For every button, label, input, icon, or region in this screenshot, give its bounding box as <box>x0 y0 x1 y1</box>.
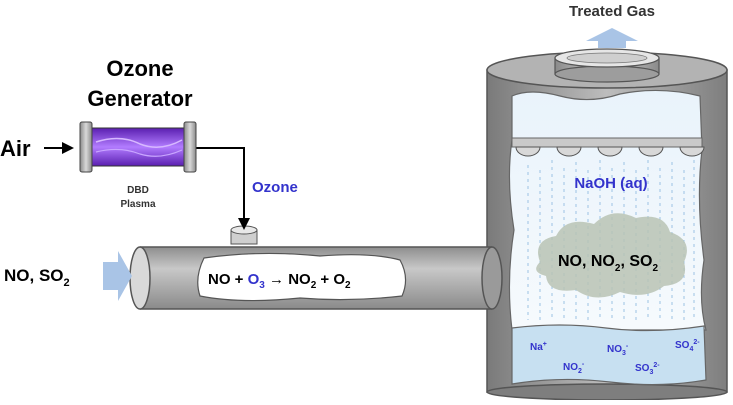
reaction-window <box>197 252 407 302</box>
reaction-no: NO + <box>208 271 248 288</box>
tower-outlet-cap <box>554 48 660 83</box>
ion-no3-sup: - <box>626 343 629 350</box>
inlet-gas-sub: 2 <box>64 277 70 289</box>
tower-interior <box>508 89 707 386</box>
ozone-generator <box>79 121 197 173</box>
gas-cloud-label: NO, NO2, SO2 <box>558 253 658 274</box>
inlet-gas-arrow <box>103 251 132 301</box>
reaction-equation: NO + O3 → NO2 + O2 <box>208 271 351 291</box>
generator-sub-line1: DBD <box>127 185 149 196</box>
generator-title-line2: Generator <box>87 86 193 111</box>
reaction-o3-sub: 3 <box>259 280 265 291</box>
ion-na-text: Na <box>530 342 543 353</box>
generator-title-line1: Ozone <box>106 56 173 81</box>
reaction-plus-o2: + O <box>316 271 345 288</box>
ion-no2-text: NO <box>563 362 578 373</box>
ion-so4: SO42- <box>675 339 700 353</box>
ion-so3: SO32- <box>635 362 660 376</box>
ozone-line <box>196 147 250 230</box>
ion-no2: NO2- <box>563 361 585 375</box>
liquid-pool <box>511 324 707 386</box>
cloud-so2-sub: 2 <box>652 263 658 274</box>
cloud-so: , SO <box>620 253 652 270</box>
treated-gas-label: Treated Gas <box>569 3 655 20</box>
ion-so4-sub: 4 <box>689 346 693 353</box>
ion-so3-text: SO <box>635 363 650 374</box>
reaction-o2-sub: 2 <box>345 280 351 291</box>
treated-gas-arrow <box>586 28 638 48</box>
reaction-no2-sub: 2 <box>311 280 317 291</box>
ion-na-sup: + <box>543 341 547 348</box>
reaction-arrow: → <box>265 271 288 288</box>
ion-no3-text: NO <box>607 344 622 355</box>
main-pipe <box>129 246 503 310</box>
ion-so3-sup: 2- <box>653 362 660 369</box>
generator-sub-line2: Plasma <box>120 199 155 210</box>
ion-no3-sub: 3 <box>622 350 626 357</box>
gas-cloud <box>536 213 687 298</box>
air-label: Air <box>0 136 31 161</box>
ion-na: Na+ <box>530 341 547 353</box>
reaction-o3: O <box>248 271 260 288</box>
ion-no2-sub: 2 <box>578 368 582 375</box>
ion-so4-text: SO <box>675 340 690 351</box>
ion-so4-sup: 2- <box>693 339 700 346</box>
ion-no3: NO3- <box>607 343 629 357</box>
reaction-no2: NO <box>288 271 311 288</box>
spray-nozzles <box>515 146 705 157</box>
inlet-gas-text: NO, SO <box>4 266 64 285</box>
naoh-label: NaOH (aq) <box>574 175 647 192</box>
cloud-no-no: NO, NO <box>558 253 615 270</box>
air-arrow <box>44 142 74 154</box>
ozone-label: Ozone <box>252 179 298 196</box>
inlet-gas-label: NO, SO2 <box>4 266 70 289</box>
ion-so3-sub: 3 <box>649 369 653 376</box>
cloud-no2-sub: 2 <box>615 263 621 274</box>
ion-no2-sup: - <box>582 361 585 368</box>
